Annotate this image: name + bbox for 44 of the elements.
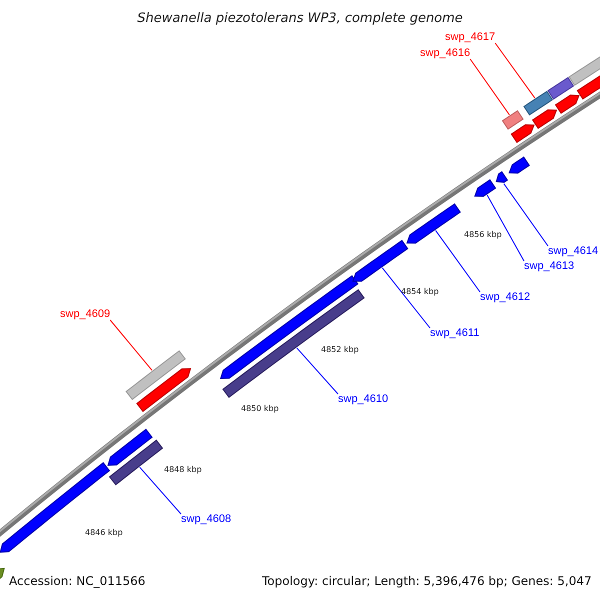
leader-line [296, 347, 338, 394]
tick-label: 4854 kbp [401, 288, 439, 296]
leader-line [435, 230, 480, 292]
gene-label: swp_4612 [480, 292, 530, 303]
tick-label: 4850 kbp [241, 405, 279, 413]
gene-feature [0, 462, 110, 553]
gene-feature [406, 203, 461, 244]
gene-feature [352, 240, 408, 282]
gene-feature [496, 171, 508, 183]
gene-block [125, 350, 186, 400]
gene-feature [220, 275, 359, 379]
tick-label: 4852 kbp [321, 346, 359, 354]
gene-feature [136, 368, 192, 412]
gene-label: swp_4610 [338, 394, 388, 405]
gene-label: swp_4609 [60, 309, 110, 320]
gene-label: swp_4611 [430, 328, 480, 339]
gene-feature [554, 94, 580, 114]
gene-feature [107, 428, 153, 466]
leader-line [494, 42, 536, 99]
gene-block [547, 76, 574, 100]
gene-block [108, 440, 164, 486]
tick-label: 4848 kbp [164, 466, 202, 474]
gene-block [523, 90, 554, 116]
gene-label: swp_4608 [181, 514, 232, 525]
tick-label: 4846 kbp [85, 529, 123, 537]
gene-feature [508, 156, 530, 174]
leader-line [486, 194, 524, 262]
gene-feature [510, 124, 535, 144]
gene-label: swp_4614 [548, 246, 598, 257]
leader-line [139, 466, 182, 514]
gene-feature [474, 179, 496, 197]
info-text: Accession: NC_011566 [9, 575, 146, 587]
leader-line [110, 320, 153, 371]
diagram-title: Shewanella piezotolerans WP3, complete genome [136, 12, 464, 25]
leader-line [503, 183, 548, 246]
tick-label: 4856 kbp [464, 231, 502, 239]
gene-block [502, 110, 524, 130]
info-text: Topology: circular; Length: 5,396,476 bp; Genes: 5,047 [262, 575, 592, 587]
leader-line [382, 267, 430, 328]
gene-label: swp_4613 [524, 261, 574, 272]
gene-label: swp_4616 [420, 48, 470, 59]
gene-label: swp_4617 [445, 32, 496, 43]
leader-line [470, 58, 510, 116]
gene-feature [532, 109, 558, 129]
